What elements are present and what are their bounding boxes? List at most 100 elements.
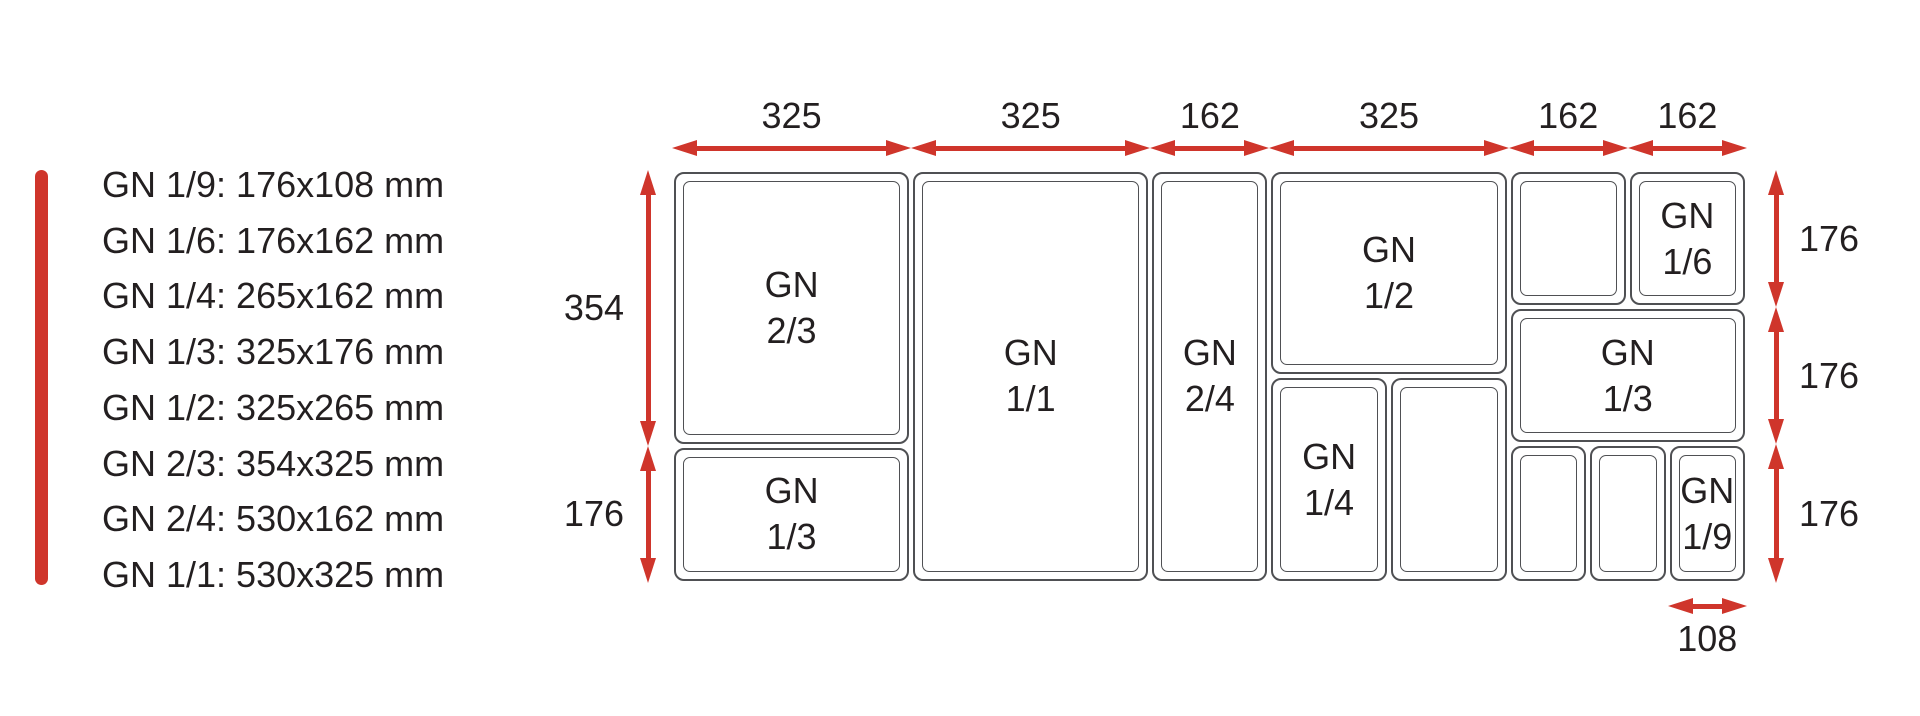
gn-box-label-line: GN	[1600, 331, 1655, 373]
arrow-head-left	[1269, 140, 1295, 156]
dimension-label-right: 176	[1799, 354, 1860, 396]
arrow-head-right	[1483, 140, 1509, 156]
gn-box-label-line: GN	[1680, 469, 1735, 511]
gn-size-list-item: GN 1/2: 325x265 mm	[102, 386, 445, 428]
arrow-shaft	[694, 145, 890, 151]
dimension-label-right: 176	[1799, 492, 1860, 534]
gn-box-label-line: 1/9	[1682, 515, 1733, 557]
gn-box-inner-rim	[1280, 181, 1498, 366]
gn-box-label-line: 1/6	[1662, 240, 1713, 282]
gn-box-label-line: 1/1	[1005, 378, 1056, 420]
gn-box-inner-rim	[1519, 455, 1578, 572]
arrow-head-right	[1721, 598, 1747, 614]
dimension-label-left: 354	[563, 286, 624, 328]
gn-size-list-item: GN 1/6: 176x162 mm	[102, 219, 445, 261]
dimension-arrow-left	[640, 445, 656, 583]
arrow-shaft	[1530, 145, 1606, 151]
gn-box-label-line: 2/3	[766, 309, 817, 351]
gn-box-label-line: GN	[1003, 332, 1058, 374]
dimension-label-top: 325	[761, 95, 822, 136]
dimension-arrow-right	[1768, 307, 1784, 445]
gn-box-label-line: 1/3	[1602, 377, 1653, 419]
dimension-label-top: 162	[1538, 95, 1599, 136]
gn-box-label-line: GN	[1302, 435, 1357, 477]
gn-box-label-line: 1/4	[1304, 481, 1355, 523]
arrow-head-bottom	[1768, 419, 1784, 445]
dimension-label-top: 325	[1000, 95, 1061, 136]
gn-box-inner-rim	[1599, 455, 1657, 572]
dimension-label-top: 325	[1358, 95, 1420, 136]
dimension-arrow-top	[911, 140, 1151, 156]
dimension-arrow-top	[1627, 140, 1747, 156]
gn-box-unlabeled	[1590, 446, 1666, 581]
arrow-head-top	[1768, 307, 1784, 333]
legend-accent-bar	[35, 170, 48, 585]
gn-box-label-line: GN	[764, 470, 819, 512]
gn-size-list: GN 1/9: 176x108 mm GN 1/6: 176x162 mm GN 1…	[102, 157, 444, 603]
arrow-head-bottom	[640, 420, 656, 446]
gn-box-inner-rim	[1519, 181, 1617, 297]
arrow-shaft	[1172, 145, 1248, 151]
arrow-shaft	[1773, 466, 1779, 561]
gn-box-label-line: 1/2	[1364, 275, 1415, 317]
arrow-head-top	[1768, 444, 1784, 470]
arrow-shaft	[1291, 145, 1487, 151]
arrow-head-bottom	[1768, 282, 1784, 308]
gn-box-inner-rim	[1519, 318, 1736, 434]
arrow-head-left	[1667, 598, 1693, 614]
arrow-shaft	[645, 467, 651, 561]
dimension-label-right: 176	[1799, 217, 1860, 259]
arrow-head-right	[1125, 140, 1151, 156]
arrow-shaft	[1773, 192, 1779, 286]
dimension-arrow-top	[672, 140, 912, 156]
gn-box-label-line: 1/3	[766, 516, 817, 558]
gn-size-list-item: GN 1/9: 176x108 mm	[102, 164, 445, 205]
arrow-head-bottom	[1768, 557, 1784, 583]
gn-box-label-line: GN	[1660, 194, 1715, 236]
dimension-arrow-top	[1269, 140, 1509, 156]
arrow-shaft	[1649, 145, 1725, 151]
arrow-head-left	[911, 140, 937, 156]
gn-box-inner-rim	[1161, 181, 1259, 572]
arrow-head-top	[1768, 170, 1784, 195]
gn-box-inner-rim	[683, 181, 901, 435]
gn-box-label-line: GN	[1362, 229, 1417, 271]
gn-box-inner-rim	[683, 456, 901, 572]
gn-box-label-line: GN	[1182, 332, 1237, 374]
arrow-head-top	[640, 445, 656, 471]
arrow-head-right	[886, 140, 912, 156]
dimension-label-top: 162	[1179, 95, 1240, 136]
dimension-label-top: 162	[1657, 95, 1718, 136]
gn-size-list-item: GN 1/3: 325x176 mm	[102, 331, 445, 373]
arrow-shaft	[1773, 329, 1779, 423]
dimension-arrow-top	[1508, 140, 1628, 156]
arrow-head-right	[1244, 140, 1270, 156]
gn-size-list-item: GN 1/4: 265x162 mm	[102, 275, 445, 317]
dimension-arrow-top	[1150, 140, 1270, 156]
dimension-label-left: 176	[563, 493, 624, 535]
arrow-head-bottom	[640, 557, 656, 583]
dimension-arrow-right	[1768, 170, 1784, 308]
gn-box-inner-rim	[922, 181, 1140, 572]
gn-box-unlabeled	[1510, 446, 1587, 581]
dimension-arrow-right	[1768, 444, 1784, 583]
arrow-head-right	[1721, 140, 1747, 156]
gn-box-inner-rim	[1638, 181, 1736, 297]
